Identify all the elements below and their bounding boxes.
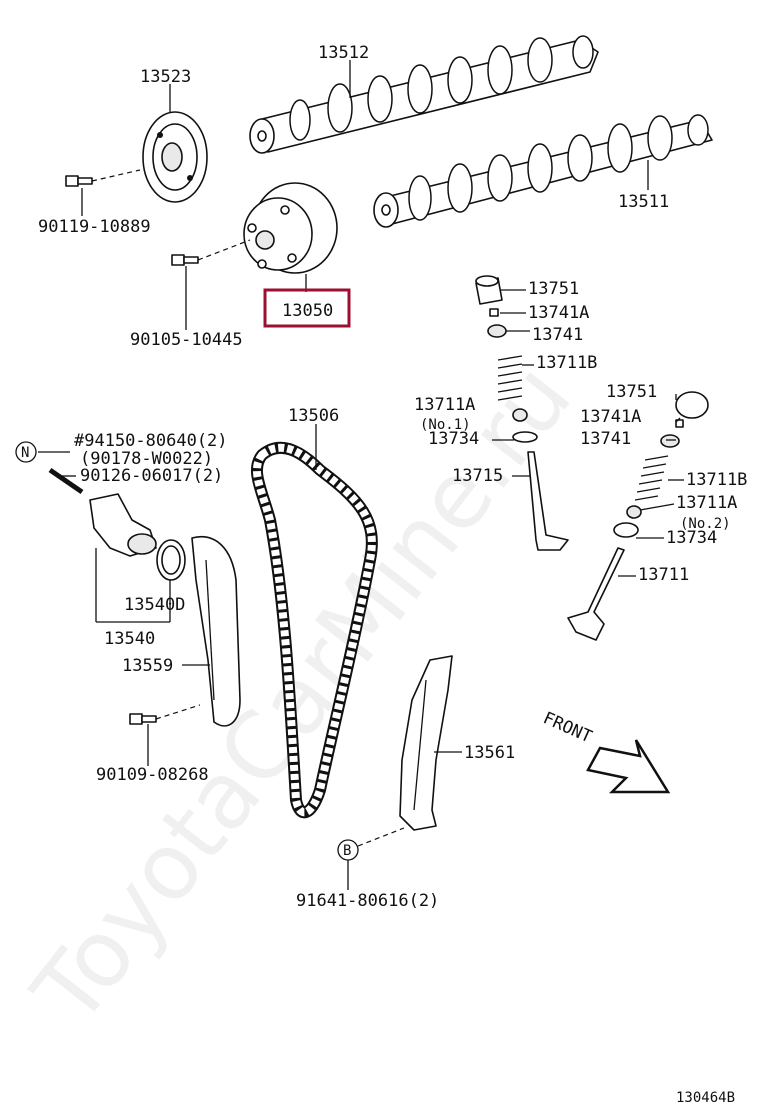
label-13711A-no1-sub: (No.1) [420,417,471,433]
label-90119-10889[interactable]: 90119-10889 [38,217,151,237]
sprocket-13523 [142,111,208,203]
label-13540D[interactable]: 13540D [124,595,185,615]
label-13711A-no1[interactable]: 13711A [414,395,475,415]
label-13523[interactable]: 13523 [140,67,191,87]
label-13512[interactable]: 13512 [318,43,369,63]
label-13511[interactable]: 13511 [618,192,669,212]
front-arrow: FRONT [540,708,671,794]
label-13711[interactable]: 13711 [638,565,689,585]
note-n-letter: N [21,445,29,461]
bolt-90119 [65,175,93,187]
front-label: FRONT [540,708,595,747]
label-13711A-no2-sub: (No.2) [680,516,731,532]
highlight-box-13050 [263,288,351,328]
callout-labels: 13523 13512 13511 90119-10889 13050 9010… [21,43,747,1106]
label-90126-06017[interactable]: 90126-06017(2) [80,466,223,486]
label-13561[interactable]: 13561 [464,743,515,763]
label-13506[interactable]: 13506 [288,406,339,426]
cam-timing-gear-13050 [243,182,338,274]
camshaft-13512 [249,35,599,154]
label-94150-80640[interactable]: #94150-80640(2) [74,431,228,451]
timing-chain-13506 [250,441,378,819]
chain-guide-13561 [399,655,453,831]
label-13540[interactable]: 13540 [104,629,155,649]
bolt-90109 [129,713,157,725]
label-90178-w0022[interactable]: (90178-W0022) [80,449,213,469]
label-13734-upper[interactable]: 13734 [428,429,479,449]
label-13711B-lower[interactable]: 13711B [686,470,747,490]
label-90109-08268[interactable]: 90109-08268 [96,765,209,785]
label-13559[interactable]: 13559 [122,656,173,676]
label-13741-upper[interactable]: 13741 [532,325,583,345]
note-n-circle [15,441,37,463]
label-13751-upper[interactable]: 13751 [528,279,579,299]
note-b-letter: B [343,843,351,859]
label-13741-lower[interactable]: 13741 [580,429,631,449]
bolt-90105 [171,254,199,266]
label-13711B-upper[interactable]: 13711B [536,353,597,373]
label-13741A-upper[interactable]: 13741A [528,303,589,323]
note-b-circle [337,839,359,861]
chain-slipper-13559 [191,536,241,727]
label-13751-lower[interactable]: 13751 [606,382,657,402]
figure-id: 130464B [676,1090,735,1106]
chain-tensioner-13540 [48,467,186,581]
camshaft-13511 [373,114,713,228]
label-13050[interactable]: 13050 [282,301,333,321]
label-90105-10445[interactable]: 90105-10445 [130,330,243,350]
label-13734-lower[interactable]: 13734 [666,528,717,548]
label-91641-80616[interactable]: 91641-80616(2) [296,891,439,911]
valve-parts [475,275,709,641]
label-13741A-lower[interactable]: 13741A [580,407,641,427]
label-13711A-no2[interactable]: 13711A [676,493,737,513]
label-13715[interactable]: 13715 [452,466,503,486]
leader-lines [38,60,684,890]
